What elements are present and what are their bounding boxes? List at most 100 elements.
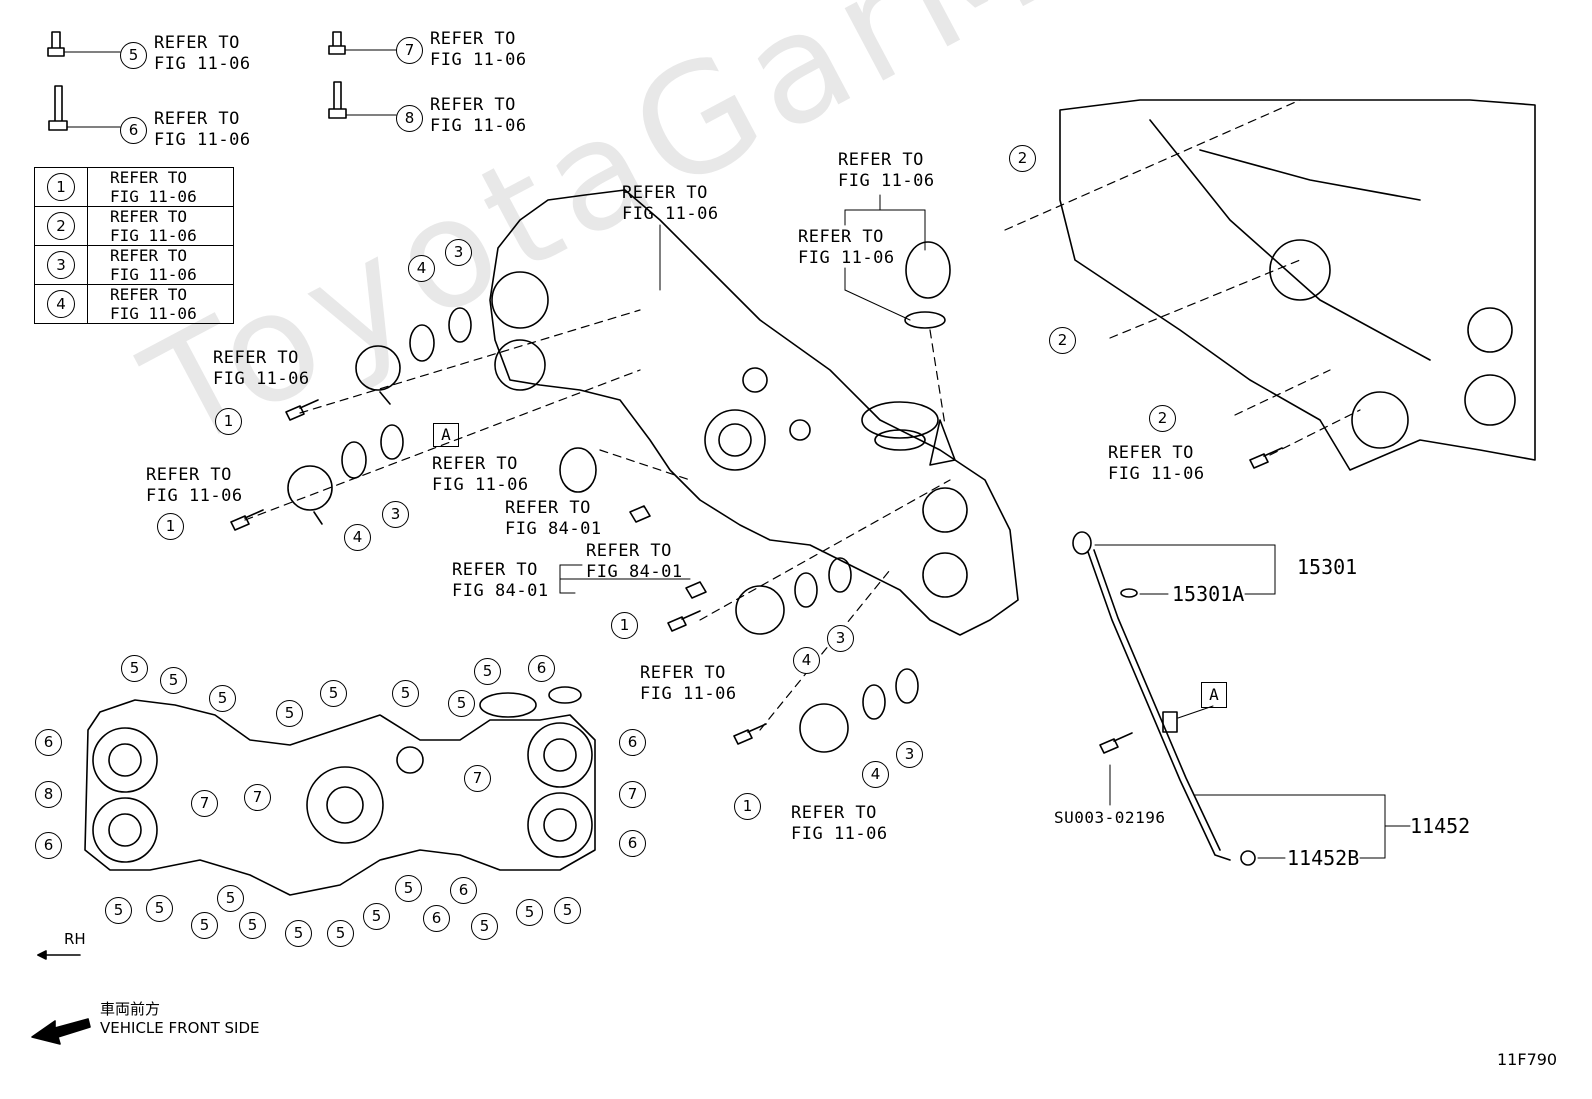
label-refer-bolt-7: REFER TO FIG 11-06	[430, 29, 527, 70]
callout-4: 4	[47, 290, 75, 318]
callout-7: 7	[191, 790, 218, 817]
label-refer-oil-cap-gasket: REFER TO FIG 11-06	[798, 227, 895, 268]
callout-5: 5	[392, 680, 419, 707]
callout-1: 1	[611, 612, 638, 639]
reference-marker-a: A	[433, 423, 459, 447]
part-number-su003-02196[interactable]: SU003-02196	[1054, 808, 1166, 827]
label-refer-bolt-6: REFER TO FIG 11-06	[154, 109, 251, 150]
bolt-icon-5	[47, 31, 121, 57]
label-refer-cam-sensor-lower: REFER TO FIG 11-06	[146, 465, 243, 506]
label-refer-cover-mid: REFER TO FIG 11-06	[640, 663, 737, 704]
label-refer-sensor-84-c: REFER TO FIG 84-01	[452, 560, 549, 601]
callout-5: 5	[120, 42, 147, 69]
callout-6: 6	[35, 832, 62, 859]
callout-5: 5	[146, 895, 173, 922]
part-number-11452[interactable]: 11452	[1410, 814, 1471, 838]
callout-3: 3	[445, 239, 472, 266]
callout-5: 5	[327, 920, 354, 947]
label-refer-bolt-8: REFER TO FIG 11-06	[430, 95, 527, 136]
reference-text: REFER TO FIG 11-06	[87, 167, 234, 207]
callout-6: 6	[619, 729, 646, 756]
callout-5: 5	[285, 920, 312, 947]
label-refer-cover-low: REFER TO FIG 11-06	[791, 803, 888, 844]
small-bolts	[230, 399, 1283, 754]
callout-5: 5	[209, 685, 236, 712]
reference-row: 4 REFER TO FIG 11-06	[34, 284, 234, 324]
callout-6: 6	[423, 905, 450, 932]
callout-5: 5	[395, 875, 422, 902]
callout-6: 6	[619, 830, 646, 857]
callout-5: 5	[160, 667, 187, 694]
callout-5: 5	[191, 912, 218, 939]
callout-5: 5	[217, 885, 244, 912]
callout-6: 6	[450, 877, 477, 904]
callout-5: 5	[121, 655, 148, 682]
callout-2: 2	[1149, 405, 1176, 432]
callout-5: 5	[276, 700, 303, 727]
label-refer-block-bolt: REFER TO FIG 11-06	[1108, 443, 1205, 484]
callout-5: 5	[363, 903, 390, 930]
label-refer-oil-cap: REFER TO FIG 11-06	[838, 150, 935, 191]
callout-5: 5	[448, 690, 475, 717]
callout-3: 3	[827, 625, 854, 652]
callout-1: 1	[734, 793, 761, 820]
callout-4: 4	[862, 761, 889, 788]
reference-text: REFER TO FIG 11-06	[87, 245, 234, 285]
label-refer-sensor-84-b: REFER TO FIG 84-01	[586, 541, 683, 582]
label-refer-timing-cover: REFER TO FIG 11-06	[622, 183, 719, 224]
callout-5: 5	[320, 680, 347, 707]
assembly-lines	[244, 99, 1361, 731]
reference-text: REFER TO FIG 11-06	[87, 284, 234, 324]
callout-2: 2	[47, 212, 75, 240]
callout-8: 8	[396, 105, 423, 132]
callout-6: 6	[528, 655, 555, 682]
callout-7: 7	[619, 781, 646, 808]
label-refer-oil-seal: REFER TO FIG 11-06	[432, 454, 529, 495]
reference-marker-a-dipstick: A	[1201, 682, 1227, 708]
cylinder-block-outline	[1059, 99, 1536, 471]
front-label-en: VEHICLE FRONT SIDE	[100, 1019, 260, 1037]
part-number-15301a[interactable]: 15301A	[1172, 582, 1245, 606]
callout-7: 7	[244, 784, 271, 811]
callout-1: 1	[215, 408, 242, 435]
part-number-11452b[interactable]: 11452B	[1287, 846, 1360, 870]
callout-4: 4	[408, 255, 435, 282]
callout-8: 8	[35, 781, 62, 808]
callout-5: 5	[554, 897, 581, 924]
callout-5: 5	[516, 899, 543, 926]
callout-7: 7	[464, 765, 491, 792]
bolt-icon-8	[328, 81, 397, 119]
bolt-icon-7	[328, 31, 397, 55]
callout-4: 4	[793, 647, 820, 674]
callout-1: 1	[157, 513, 184, 540]
rh-label: RH	[64, 930, 86, 948]
callout-2: 2	[1009, 145, 1036, 172]
callout-6: 6	[120, 117, 147, 144]
figure-id: 11F790	[1497, 1050, 1558, 1069]
bolt-icon-6	[48, 85, 121, 131]
front-arrow	[31, 1018, 91, 1045]
reference-row: 2 REFER TO FIG 11-06	[34, 206, 234, 246]
callout-3: 3	[47, 251, 75, 279]
callout-3: 3	[382, 501, 409, 528]
front-cover-outline	[84, 686, 596, 896]
callout-5: 5	[474, 658, 501, 685]
label-refer-bolt-5: REFER TO FIG 11-06	[154, 33, 251, 74]
callout-5: 5	[471, 913, 498, 940]
callout-3: 3	[896, 741, 923, 768]
cam-sensor-covers	[287, 307, 919, 753]
timing-cover-outline	[489, 189, 1019, 636]
callout-5: 5	[105, 897, 132, 924]
dipstick-drawing	[1072, 531, 1256, 866]
callout-4: 4	[344, 524, 371, 551]
label-refer-sensor-84-a: REFER TO FIG 84-01	[505, 498, 602, 539]
reference-row: 3 REFER TO FIG 11-06	[34, 245, 234, 285]
reference-text: REFER TO FIG 11-06	[87, 206, 234, 246]
callout-7: 7	[396, 37, 423, 64]
callout-5: 5	[239, 912, 266, 939]
oil-filler-cap	[904, 241, 951, 329]
part-number-15301[interactable]: 15301	[1297, 555, 1358, 579]
